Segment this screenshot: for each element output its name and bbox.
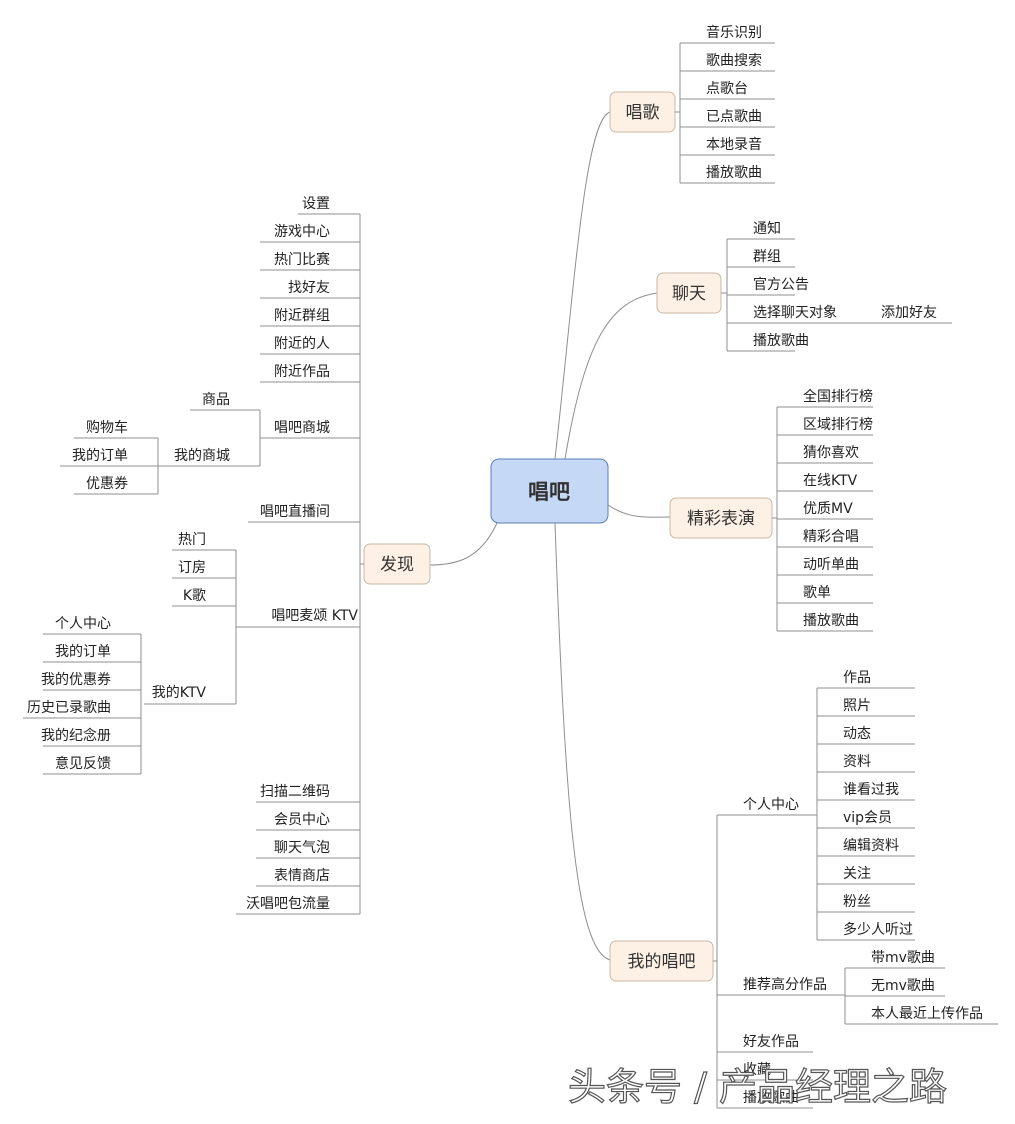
discover-item: 附近作品	[274, 364, 330, 380]
discover-node-label: 发现	[380, 555, 414, 575]
sing-item: 歌曲搜索	[706, 52, 762, 69]
myktv-item: 意见反馈	[55, 755, 111, 772]
chat-item: 官方公告	[753, 277, 809, 293]
ktv-item: 我的KTV	[152, 685, 207, 701]
chat-item: 通知	[753, 220, 781, 237]
myktv-item: 我的纪念册	[41, 727, 111, 744]
branch-curve	[607, 504, 671, 518]
mall-item: 商品	[202, 392, 230, 408]
discover-item: 唱吧直播间	[260, 503, 330, 520]
mall-item: 我的商城	[174, 448, 230, 464]
personal-item: 关注	[843, 866, 871, 882]
mine-item: 好友作品	[743, 1034, 799, 1050]
discover-item: 游戏中心	[274, 224, 330, 240]
personal-item: 粉丝	[843, 894, 871, 910]
personal-item: 资料	[843, 754, 871, 770]
mine-item: 个人中心	[743, 797, 799, 813]
discover-item: 设置	[302, 196, 330, 212]
root-box	[490, 458, 609, 524]
branch-curve	[554, 522, 611, 961]
perform-item: 猜你喜欢	[803, 445, 859, 461]
discover-item: 热门比赛	[274, 252, 330, 268]
branch-curve	[554, 111, 611, 460]
personal-item: 多少人听过	[843, 921, 913, 938]
sing-item: 播放歌曲	[706, 165, 762, 181]
personal-item: 谁看过我	[843, 782, 899, 798]
chat-node-label: 聊天	[672, 284, 706, 304]
recommend-item: 本人最近上传作品	[871, 1006, 983, 1022]
ktv-item: 订房	[178, 560, 206, 576]
mine-item: 收藏	[743, 1062, 771, 1078]
perform-item: 优质MV	[803, 501, 853, 517]
discover-item: 聊天气泡	[274, 840, 330, 856]
perform-item: 播放歌曲	[803, 613, 859, 629]
chat-item: 播放歌曲	[753, 333, 809, 349]
mine-item: 推荐高分作品	[743, 976, 827, 993]
sing-item: 点歌台	[706, 81, 748, 97]
mine-node-label: 我的唱吧	[628, 952, 696, 972]
myktv-item: 我的优惠券	[41, 672, 111, 688]
personal-item: 编辑资料	[843, 838, 899, 854]
chat-item: 群组	[753, 249, 781, 265]
perform-item: 歌单	[803, 585, 831, 601]
personal-item: 照片	[843, 698, 871, 714]
mymall-item: 购物车	[86, 419, 128, 436]
sing-item: 音乐识别	[706, 24, 762, 41]
myktv-item: 历史已录歌曲	[27, 700, 111, 716]
chat-subitem: 添加好友	[881, 305, 937, 321]
personal-item: 作品	[843, 670, 871, 686]
branch-curve	[564, 292, 658, 460]
discover-item: 附近群组	[274, 308, 330, 324]
perform-item: 动听单曲	[803, 557, 859, 573]
branch-curve	[429, 522, 498, 566]
perform-item: 全国排行榜	[803, 388, 873, 405]
sing-node-label: 唱歌	[626, 103, 660, 123]
discover-item: 唱吧麦颂 KTV	[271, 608, 358, 624]
perform-item: 精彩合唱	[803, 529, 859, 545]
watermark-text: 头条号 / 产品经理之路	[568, 1065, 947, 1109]
discover-item: 表情商店	[274, 868, 330, 884]
personal-item: vip会员	[843, 810, 892, 826]
perform-item: 区域排行榜	[803, 416, 873, 433]
ktv-item: K歌	[183, 588, 206, 604]
discover-item: 附近的人	[274, 336, 330, 352]
mine-item: 播放歌曲	[743, 1090, 799, 1106]
discover-item: 会员中心	[274, 812, 330, 828]
root-label: 唱吧	[528, 480, 570, 504]
ktv-item: 热门	[178, 532, 206, 548]
chat-item: 选择聊天对象	[753, 305, 837, 321]
sing-item: 本地录音	[706, 136, 762, 153]
perform-item: 在线KTV	[803, 473, 858, 489]
sing-item: 已点歌曲	[706, 109, 762, 125]
discover-item: 找好友	[288, 280, 330, 296]
perform-node-label: 精彩表演	[687, 509, 755, 529]
personal-item: 动态	[843, 726, 871, 742]
myktv-item: 我的订单	[55, 644, 111, 660]
recommend-item: 带mv歌曲	[871, 950, 935, 966]
discover-item: 唱吧商城	[274, 420, 330, 436]
myktv-item: 个人中心	[55, 616, 111, 632]
mymall-item: 我的订单	[72, 448, 128, 464]
discover-item: 沃唱吧包流量	[246, 896, 330, 912]
mymall-item: 优惠券	[86, 476, 128, 492]
recommend-item: 无mv歌曲	[871, 978, 935, 994]
discover-item: 扫描二维码	[260, 784, 330, 800]
